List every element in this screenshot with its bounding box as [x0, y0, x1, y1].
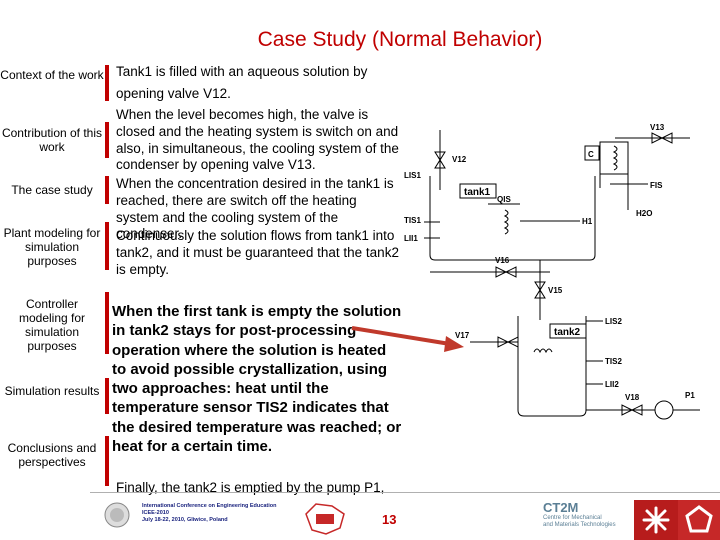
sidebar-divider: [105, 122, 109, 158]
ct2m-logo: CT2M Centre for Mechanical and Materials…: [543, 500, 627, 538]
tank2-label-box: [549, 323, 587, 339]
conference-line1: International Conference on Engineering …: [142, 503, 277, 509]
content-line2: opening valve V12.: [116, 86, 231, 101]
content-final: Finally, the tank2 is emptied by the pum…: [116, 480, 385, 495]
label-v18: V18: [625, 393, 640, 402]
content-bold-paragraph: When the first tank is empty the solutio…: [112, 303, 402, 456]
label-tank2: tank2: [554, 327, 581, 338]
ct2m-logo-sub2: and Materials Technologies: [543, 522, 616, 528]
valve-icon[interactable]: [495, 266, 508, 278]
label-tis2: TIS2: [605, 357, 622, 366]
label-v13: V13: [650, 123, 665, 132]
sidebar-divider: [105, 222, 109, 270]
label-tis1: TIS1: [404, 216, 421, 225]
label-c: C: [588, 150, 594, 159]
slide-title: Case Study (Normal Behavior): [257, 28, 543, 51]
content-line1: Tank1 is filled with an aqueous solution…: [116, 64, 368, 79]
label-v15: V15: [548, 286, 563, 295]
sidebar-item-plant-modeling[interactable]: Plant modeling for simulation purposes: [3, 226, 101, 268]
cooling-coil-icon: [612, 145, 618, 171]
valve-icon[interactable]: [621, 404, 634, 416]
pointer-arrow-icon: [351, 326, 464, 352]
heater-coil-icon: [503, 209, 509, 235]
label-lis2: LIS2: [605, 317, 622, 326]
page-number: 13: [382, 512, 397, 527]
label-p1: P1: [685, 391, 695, 400]
sidebar-divider: [105, 65, 109, 101]
content-para3: When the concentration desired in the ta…: [116, 176, 394, 242]
process-diagram: V13 C V12 tank1 LIS1 FIS H2O QIS TIS1 LI…: [404, 123, 700, 420]
sidebar-item-simulation-results[interactable]: Simulation results: [4, 384, 100, 398]
sidebar-item-context[interactable]: Context of the work: [0, 68, 104, 82]
label-lii2: LII2: [605, 380, 619, 389]
content-para4: Continuously the solution flows from tan…: [116, 228, 399, 277]
pump-icon[interactable]: [654, 400, 674, 420]
sidebar-item-contribution[interactable]: Contribution of this work: [1, 126, 103, 154]
valve-icon[interactable]: [434, 151, 446, 161]
sidebar-item-controller-modeling[interactable]: Controller modeling for simulation purpo…: [18, 297, 86, 353]
valve-icon[interactable]: [651, 132, 664, 144]
label-h2o: H2O: [636, 209, 652, 218]
label-tank1: tank1: [464, 187, 491, 198]
sidebar-divider: [105, 378, 109, 414]
ct2m-logo-sub1: Centre for Mechanical: [543, 515, 602, 521]
ct2m-logo-text: CT2M: [543, 500, 579, 515]
label-h1: H1: [582, 217, 593, 226]
label-v16: V16: [495, 256, 510, 265]
label-v17: V17: [455, 331, 470, 340]
content-para2: When the level becomes high, the valve i…: [116, 107, 399, 173]
label-fis: FIS: [650, 181, 663, 190]
conference-line3: July 18-22, 2010, Gliwice, Poland: [142, 517, 228, 523]
sidebar-item-case-study[interactable]: The case study: [11, 183, 93, 197]
sidebar-divider: [105, 436, 109, 486]
conference-logo-icon: [305, 503, 345, 535]
label-qis: QIS: [497, 195, 511, 204]
valve-icon[interactable]: [534, 281, 546, 291]
sidebar-divider: [105, 292, 109, 354]
label-lis1: LIS1: [404, 171, 421, 180]
valve-icon[interactable]: [497, 336, 510, 348]
footer-divider: [90, 492, 720, 493]
heater-coil-icon: [533, 348, 553, 354]
sidebar-item-conclusions[interactable]: Conclusions and perspectives: [7, 441, 97, 469]
university-emblem-icon: [678, 500, 720, 540]
tank1-label-box: [459, 183, 497, 199]
sidebar-divider: [105, 176, 109, 204]
university-logo-icon: [634, 500, 678, 540]
label-lii1: LII1: [404, 234, 418, 243]
conference-info: International Conference on Engineering …: [142, 503, 276, 524]
condenser-box: [584, 145, 600, 161]
conference-line2: ICEE-2010: [142, 510, 169, 516]
university-seal-icon: [104, 502, 130, 528]
label-v12: V12: [452, 155, 467, 164]
